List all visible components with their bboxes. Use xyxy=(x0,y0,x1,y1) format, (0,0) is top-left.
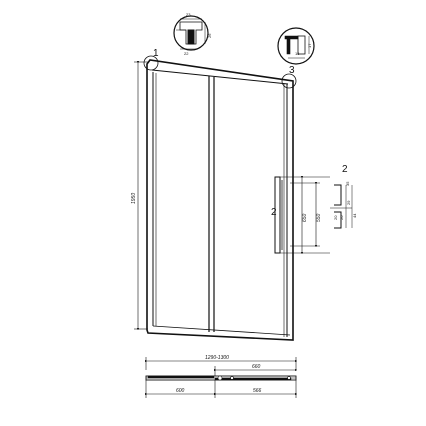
callout-3: 3 xyxy=(289,65,295,76)
door-handle xyxy=(274,176,281,254)
detail3-marker xyxy=(281,73,297,89)
bottom-rail xyxy=(152,325,291,336)
detail1-dim-top: 23 xyxy=(186,12,191,17)
height-dimension xyxy=(134,60,148,331)
outer-frame xyxy=(146,59,294,341)
handle-profile-detail xyxy=(330,184,353,229)
upper-width-label: 660 xyxy=(252,364,261,370)
detail1-marker xyxy=(143,55,159,71)
detail2-dim-d: 44 xyxy=(352,213,357,218)
profile-detail-3 xyxy=(277,27,315,65)
callout-1: 1 xyxy=(153,48,159,59)
plan-fixed-panel xyxy=(147,375,215,379)
detail2-dim-c: 29 xyxy=(346,200,351,205)
handle-dimensions xyxy=(280,175,330,255)
top-rail xyxy=(151,69,289,85)
callout-2-side: 2 xyxy=(342,164,348,175)
height-label: 1950 xyxy=(131,193,137,204)
lower-right-label: 566 xyxy=(253,388,262,394)
handle-length-label: 650 xyxy=(302,213,308,222)
callout-2: 2 xyxy=(271,207,277,218)
profile-detail-1 xyxy=(173,15,209,51)
overall-width-label: 1290-1300 xyxy=(205,355,229,361)
door-frame xyxy=(146,59,294,341)
detail2-dim-b: 20 xyxy=(339,215,344,220)
plan-sliding-panel xyxy=(214,377,292,381)
detail3-dim-bottom: 16 xyxy=(295,51,300,56)
detail2-dim-a: 35 xyxy=(345,181,350,186)
handle-spacing-label: 550 xyxy=(316,213,322,222)
detail2-dim-e: 20 xyxy=(333,215,338,220)
detail1-dim-bottom: 22 xyxy=(184,51,189,56)
detail1-dim-right: 26 xyxy=(207,33,212,38)
lower-left-label: 600 xyxy=(176,388,185,394)
plan-view xyxy=(144,357,298,398)
detail3-dim-right: 17 xyxy=(307,43,312,48)
